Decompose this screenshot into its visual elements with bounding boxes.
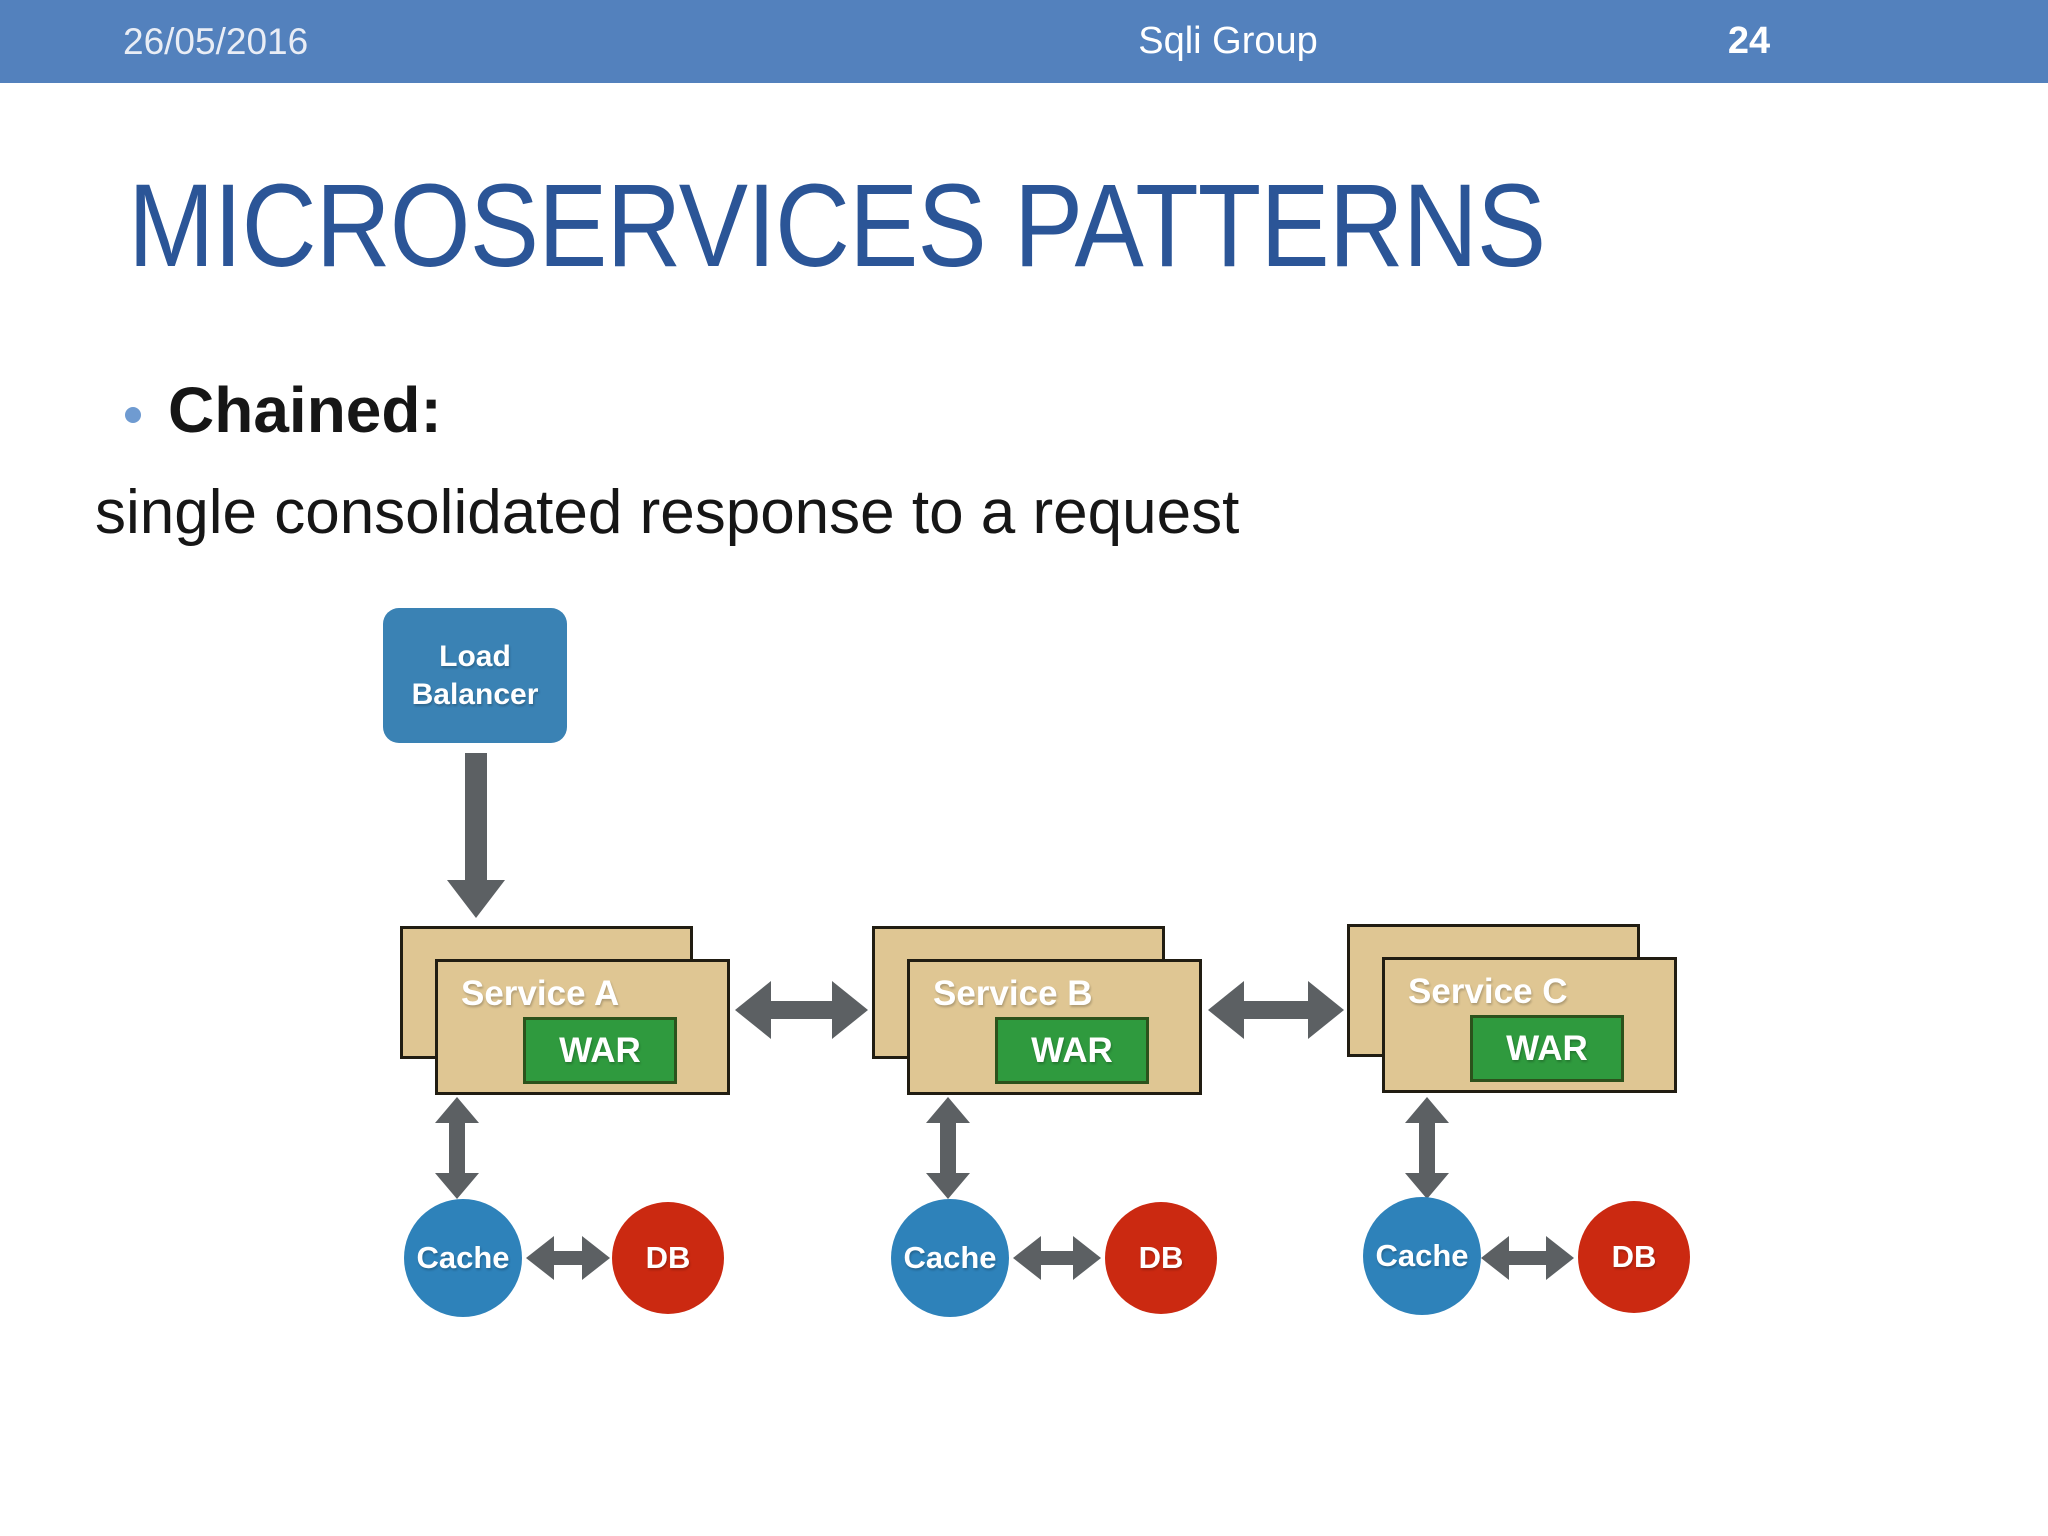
cache-c-node: Cache	[1363, 1197, 1481, 1315]
arrow-shaft	[1419, 1119, 1435, 1177]
arrow-up-icon	[435, 1097, 479, 1123]
page-number: 24	[1727, 20, 1771, 62]
arrow-right-icon	[1308, 981, 1344, 1039]
arrow-down-icon	[447, 880, 505, 918]
arrow-shaft	[465, 753, 487, 882]
service-c-label: Service C	[1408, 972, 1568, 1011]
cache-b-db-double-arrow	[1013, 1236, 1101, 1280]
slide-date: 26/05/2016	[123, 21, 309, 62]
service-a-war-badge: WAR	[523, 1017, 677, 1084]
service-c-cache-double-arrow	[1405, 1097, 1449, 1199]
db-b-node: DB	[1105, 1202, 1217, 1314]
load-balancer-to-service-a-arrow	[447, 753, 505, 918]
service-b-war-badge: WAR	[995, 1017, 1149, 1084]
service-b-label: Service B	[933, 974, 1093, 1013]
service-a-node: Service A WAR	[400, 926, 730, 1098]
service-b-cache-double-arrow	[926, 1097, 970, 1199]
bullet-label: Chained:	[168, 374, 442, 446]
arrow-shaft	[765, 1001, 838, 1019]
arrow-down-icon	[1405, 1173, 1449, 1199]
arrow-left-icon	[1013, 1236, 1041, 1280]
service-a-front-instance: Service A WAR	[435, 959, 730, 1095]
service-a-cache-double-arrow	[435, 1097, 479, 1199]
slide-title: MICROSERVICES PATTERNS	[128, 160, 1546, 292]
arrow-right-icon	[1073, 1236, 1101, 1280]
cache-c-db-double-arrow	[1481, 1236, 1574, 1280]
arrow-down-icon	[435, 1173, 479, 1199]
cache-b-node: Cache	[891, 1199, 1009, 1317]
arrow-left-icon	[526, 1236, 554, 1280]
bullet-dot-icon	[125, 407, 141, 423]
arrow-up-icon	[926, 1097, 970, 1123]
arrow-right-icon	[1546, 1236, 1574, 1280]
service-b-front-instance: Service B WAR	[907, 959, 1202, 1095]
service-a-label: Service A	[461, 974, 620, 1013]
arrow-shaft	[550, 1251, 586, 1265]
cache-a-node: Cache	[404, 1199, 522, 1317]
bullet-description: single consolidated response to a reques…	[95, 478, 1240, 547]
arrow-shaft	[940, 1119, 956, 1177]
service-c-node: Service C WAR	[1347, 924, 1677, 1096]
service-a-b-double-arrow	[735, 981, 868, 1039]
arrow-shaft	[1238, 1001, 1314, 1019]
db-a-node: DB	[612, 1202, 724, 1314]
db-c-node: DB	[1578, 1201, 1690, 1313]
arrow-shaft	[1037, 1251, 1077, 1265]
header-bar: 26/05/2016 Sqli Group 24	[0, 0, 2048, 83]
service-c-war-badge: WAR	[1470, 1015, 1624, 1082]
organization-name: Sqli Group	[1138, 20, 1318, 62]
load-balancer-node: Load Balancer	[383, 608, 567, 743]
cache-a-db-double-arrow	[526, 1236, 610, 1280]
arrow-right-icon	[832, 981, 868, 1039]
arrow-shaft	[449, 1119, 465, 1177]
service-b-c-double-arrow	[1208, 981, 1344, 1039]
arrow-up-icon	[1405, 1097, 1449, 1123]
service-c-front-instance: Service C WAR	[1382, 957, 1677, 1093]
arrow-right-icon	[582, 1236, 610, 1280]
arrow-left-icon	[1481, 1236, 1509, 1280]
arrow-shaft	[1505, 1251, 1550, 1265]
service-b-node: Service B WAR	[872, 926, 1202, 1098]
arrow-down-icon	[926, 1173, 970, 1199]
